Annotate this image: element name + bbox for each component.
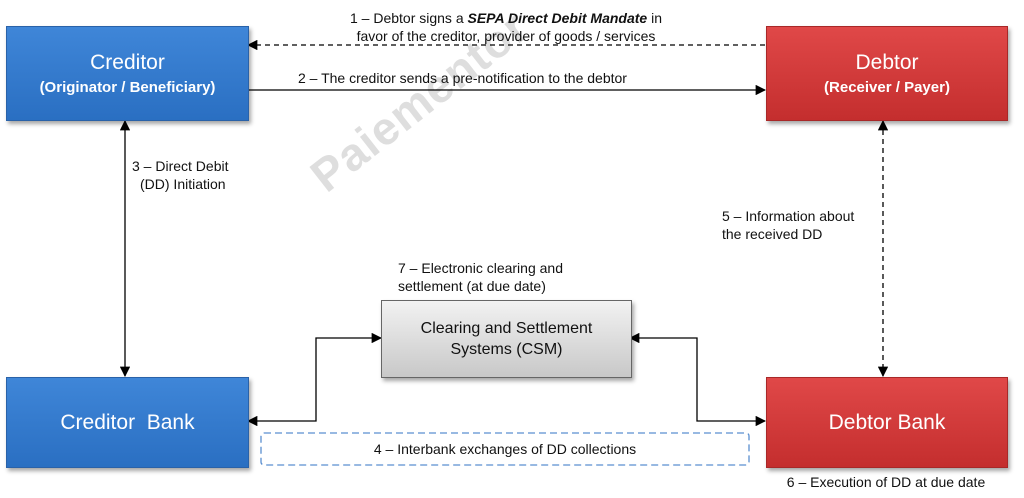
debtor-bank-node: Debtor Bank bbox=[766, 377, 1008, 468]
step-5-line1: 5 – Information about bbox=[722, 208, 855, 224]
arrow-csm-debtor-bank bbox=[628, 332, 767, 427]
step-7-line1: 7 – Electronic clearing and bbox=[398, 260, 563, 276]
csm-line1: Clearing and Settlement bbox=[420, 320, 593, 337]
creditor-bank-node: Creditor Bank bbox=[6, 377, 249, 468]
csm-line2: Systems (CSM) bbox=[450, 341, 563, 358]
csm-node: Clearing and Settlement Systems (CSM) bbox=[381, 300, 632, 378]
step-1-label: 1 – Debtor signs a SEPA Direct Debit Man… bbox=[276, 9, 736, 45]
debtor-bank-title: Debtor Bank bbox=[828, 410, 946, 434]
step-2-label: 2 – The creditor sends a pre-notificatio… bbox=[298, 70, 627, 86]
step-6-label: 6 – Execution of DD at due date bbox=[786, 474, 986, 490]
creditor-subtitle: (Originator / Beneficiary) bbox=[39, 78, 216, 96]
step-5-line2: the received DD bbox=[722, 226, 823, 242]
step-4-label: 4 – Interbank exchanges of DD collection… bbox=[373, 441, 637, 457]
step-1-line1: 1 – Debtor signs a SEPA Direct Debit Man… bbox=[276, 9, 736, 27]
debtor-title: Debtor bbox=[855, 50, 919, 74]
step-1-suffix: in bbox=[647, 10, 662, 26]
step-3-line2: (DD) Initiation bbox=[140, 176, 226, 192]
step-7-line2: settlement (at due date) bbox=[398, 278, 546, 294]
interbank-dashed-box bbox=[260, 432, 750, 466]
step-5-label: 5 – Information about the received DD bbox=[722, 207, 854, 243]
step-7-label: 7 – Electronic clearing and settlement (… bbox=[398, 259, 563, 295]
step-1-line2: favor of the creditor, provider of goods… bbox=[356, 28, 656, 44]
step-3-line1: 3 – Direct Debit bbox=[132, 158, 229, 174]
creditor-title: Creditor bbox=[90, 50, 165, 74]
creditor-bank-title: Creditor Bank bbox=[60, 410, 195, 434]
step-1-prefix: 1 – Debtor signs a bbox=[349, 10, 468, 26]
creditor-node: Creditor (Originator / Beneficiary) bbox=[6, 26, 249, 121]
debtor-node: Debtor (Receiver / Payer) bbox=[766, 26, 1008, 121]
arrow-csm-creditor-bank bbox=[246, 332, 383, 427]
debtor-subtitle: (Receiver / Payer) bbox=[824, 78, 950, 96]
step-1-emphasis: SEPA Direct Debit Mandate bbox=[467, 10, 648, 26]
step-3-label: 3 – Direct Debit (DD) Initiation bbox=[132, 157, 228, 193]
